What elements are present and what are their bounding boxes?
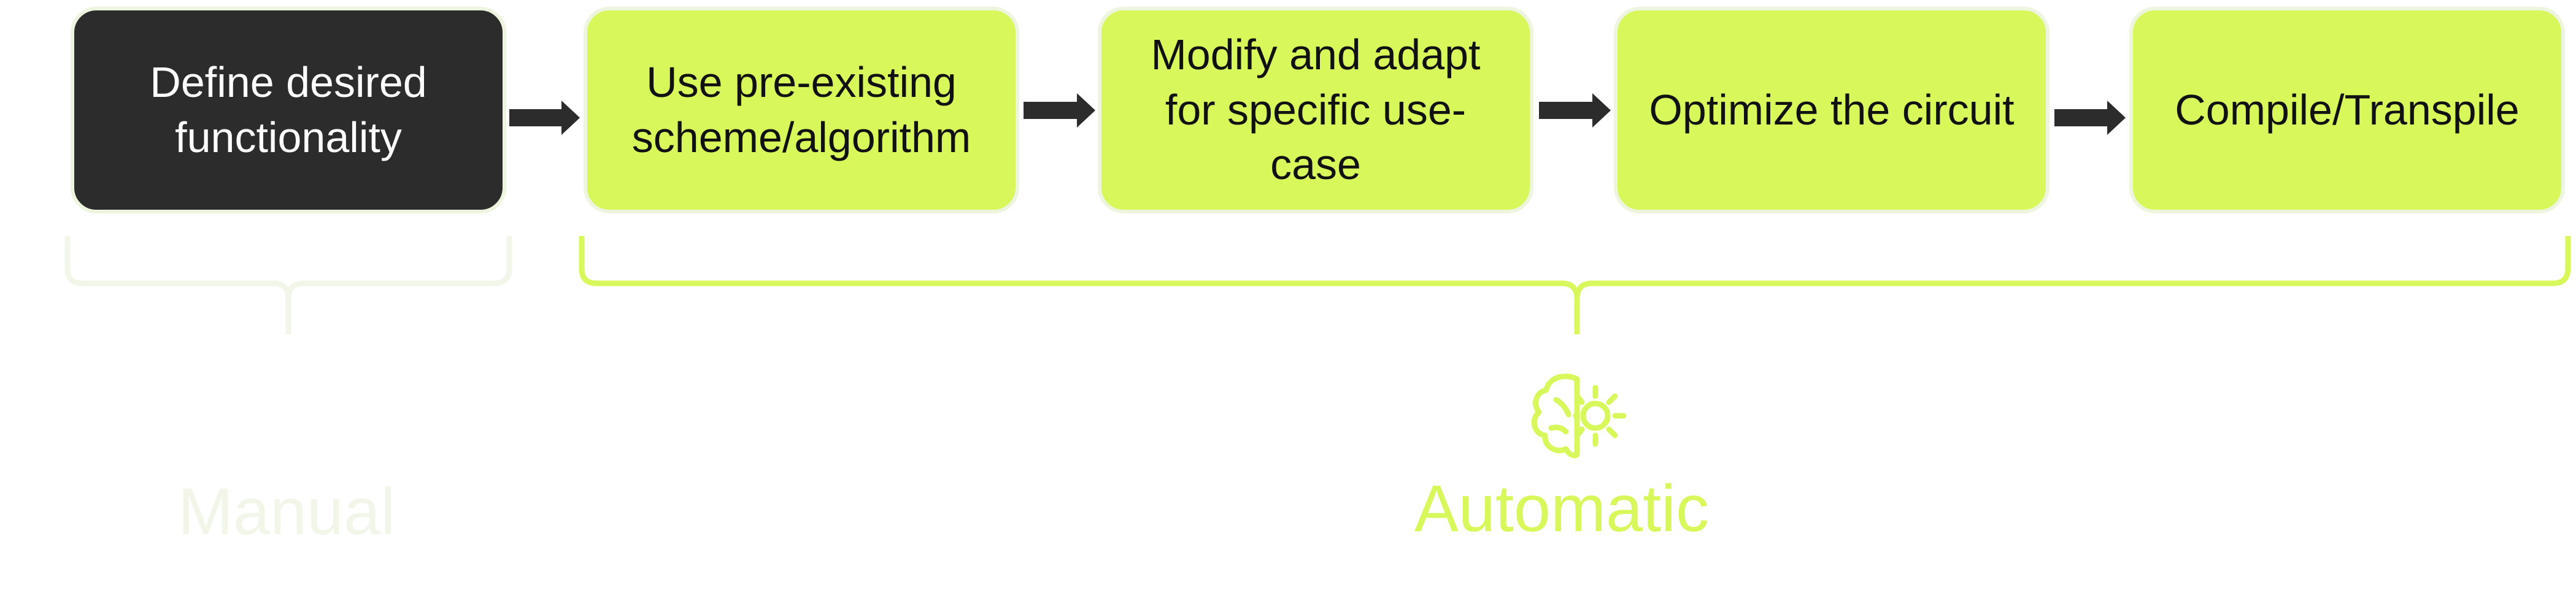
step-modify-adapt: Modify and adapt for specific use-case bbox=[1098, 7, 1533, 213]
group-label-automatic: Automatic bbox=[1414, 471, 1710, 545]
arrow-3 bbox=[1539, 93, 1611, 128]
step-label: Use pre-existing scheme/algorithm bbox=[631, 58, 971, 161]
brain-gear-icon bbox=[1531, 373, 1627, 459]
step-compile-transpile: Compile/Transpile bbox=[2129, 7, 2565, 213]
arrow-2 bbox=[1024, 93, 1095, 128]
step-label: Compile/Transpile bbox=[2175, 85, 2520, 134]
step-label: Define desired functionality bbox=[150, 58, 427, 161]
step-use-existing-scheme: Use pre-existing scheme/algorithm bbox=[584, 7, 1019, 213]
step-label: Modify and adapt for specific use-case bbox=[1151, 31, 1481, 189]
step-define-functionality: Define desired functionality bbox=[71, 7, 506, 213]
automatic-brace bbox=[579, 236, 2571, 334]
step-optimize-circuit: Optimize the circuit bbox=[1614, 7, 2050, 213]
step-label: Optimize the circuit bbox=[1649, 85, 2015, 134]
group-label-manual: Manual bbox=[177, 474, 396, 548]
arrow-1 bbox=[509, 101, 580, 135]
manual-brace bbox=[64, 236, 512, 334]
arrow-4 bbox=[2054, 101, 2126, 135]
